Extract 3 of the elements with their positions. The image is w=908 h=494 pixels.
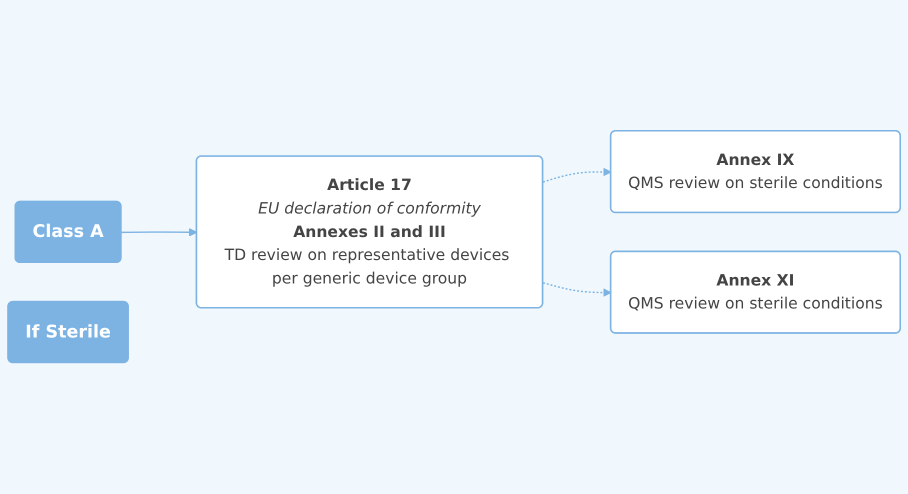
arrow	[542, 168, 612, 183]
arrow	[122, 228, 198, 237]
arrow	[542, 282, 612, 298]
